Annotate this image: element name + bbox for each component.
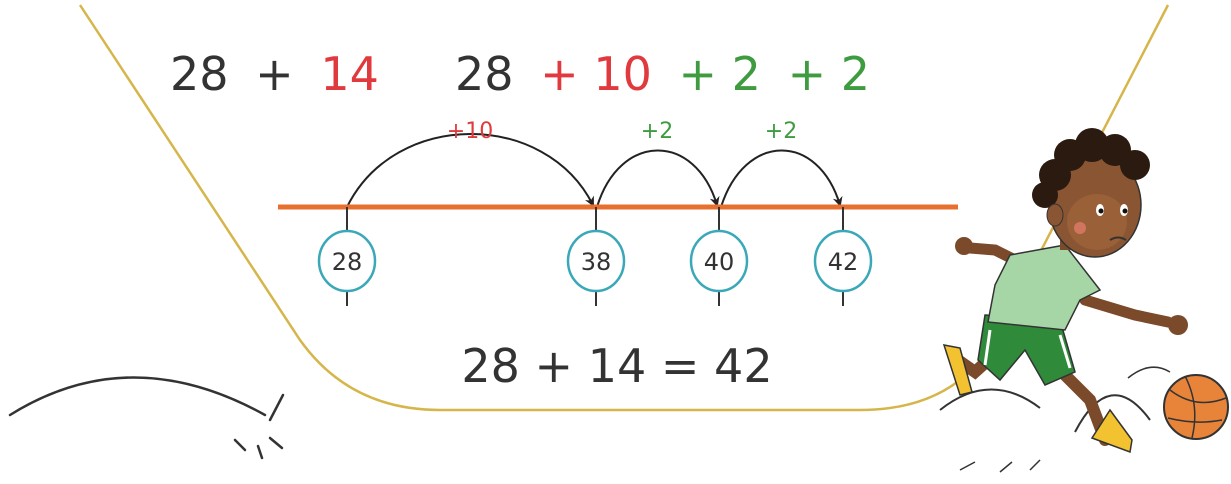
motion-lines-icon xyxy=(8,376,285,460)
problem-plus: + xyxy=(255,47,294,101)
boy-kicking-ball-icon xyxy=(939,128,1188,473)
tick-label-40: 40 xyxy=(704,248,735,276)
tick-42: 42 xyxy=(813,207,873,306)
tick-28: 28 xyxy=(317,207,377,306)
jump-arc-0 xyxy=(346,133,594,208)
tick-label-38: 38 xyxy=(581,248,612,276)
tick-label-28: 28 xyxy=(332,248,363,276)
decomp-part-1: + 10 xyxy=(540,47,652,101)
problem-expression: 28 + 14 xyxy=(170,47,379,101)
jump-arc-2 xyxy=(720,149,843,208)
tick-40: 40 xyxy=(689,207,749,306)
jump-arc-1 xyxy=(596,149,720,208)
decomp-part-0: 28 xyxy=(455,47,514,101)
decomposition-expression: 28 + 10 + 2 + 2 xyxy=(455,47,870,101)
jump-label-2: +2 xyxy=(765,119,797,144)
tick-label-42: 42 xyxy=(828,248,859,276)
decomp-part-2: + 2 xyxy=(679,47,761,101)
tick-38: 38 xyxy=(566,207,626,306)
jump-label-1: +2 xyxy=(641,119,673,144)
problem-a: 28 xyxy=(170,47,229,101)
problem-b: 14 xyxy=(320,47,379,101)
decomp-part-3: + 2 xyxy=(788,47,870,101)
ball-icon xyxy=(1163,374,1229,440)
jump-label-0: +10 xyxy=(447,119,493,144)
result-equation: 28 + 14 = 42 xyxy=(461,339,772,393)
